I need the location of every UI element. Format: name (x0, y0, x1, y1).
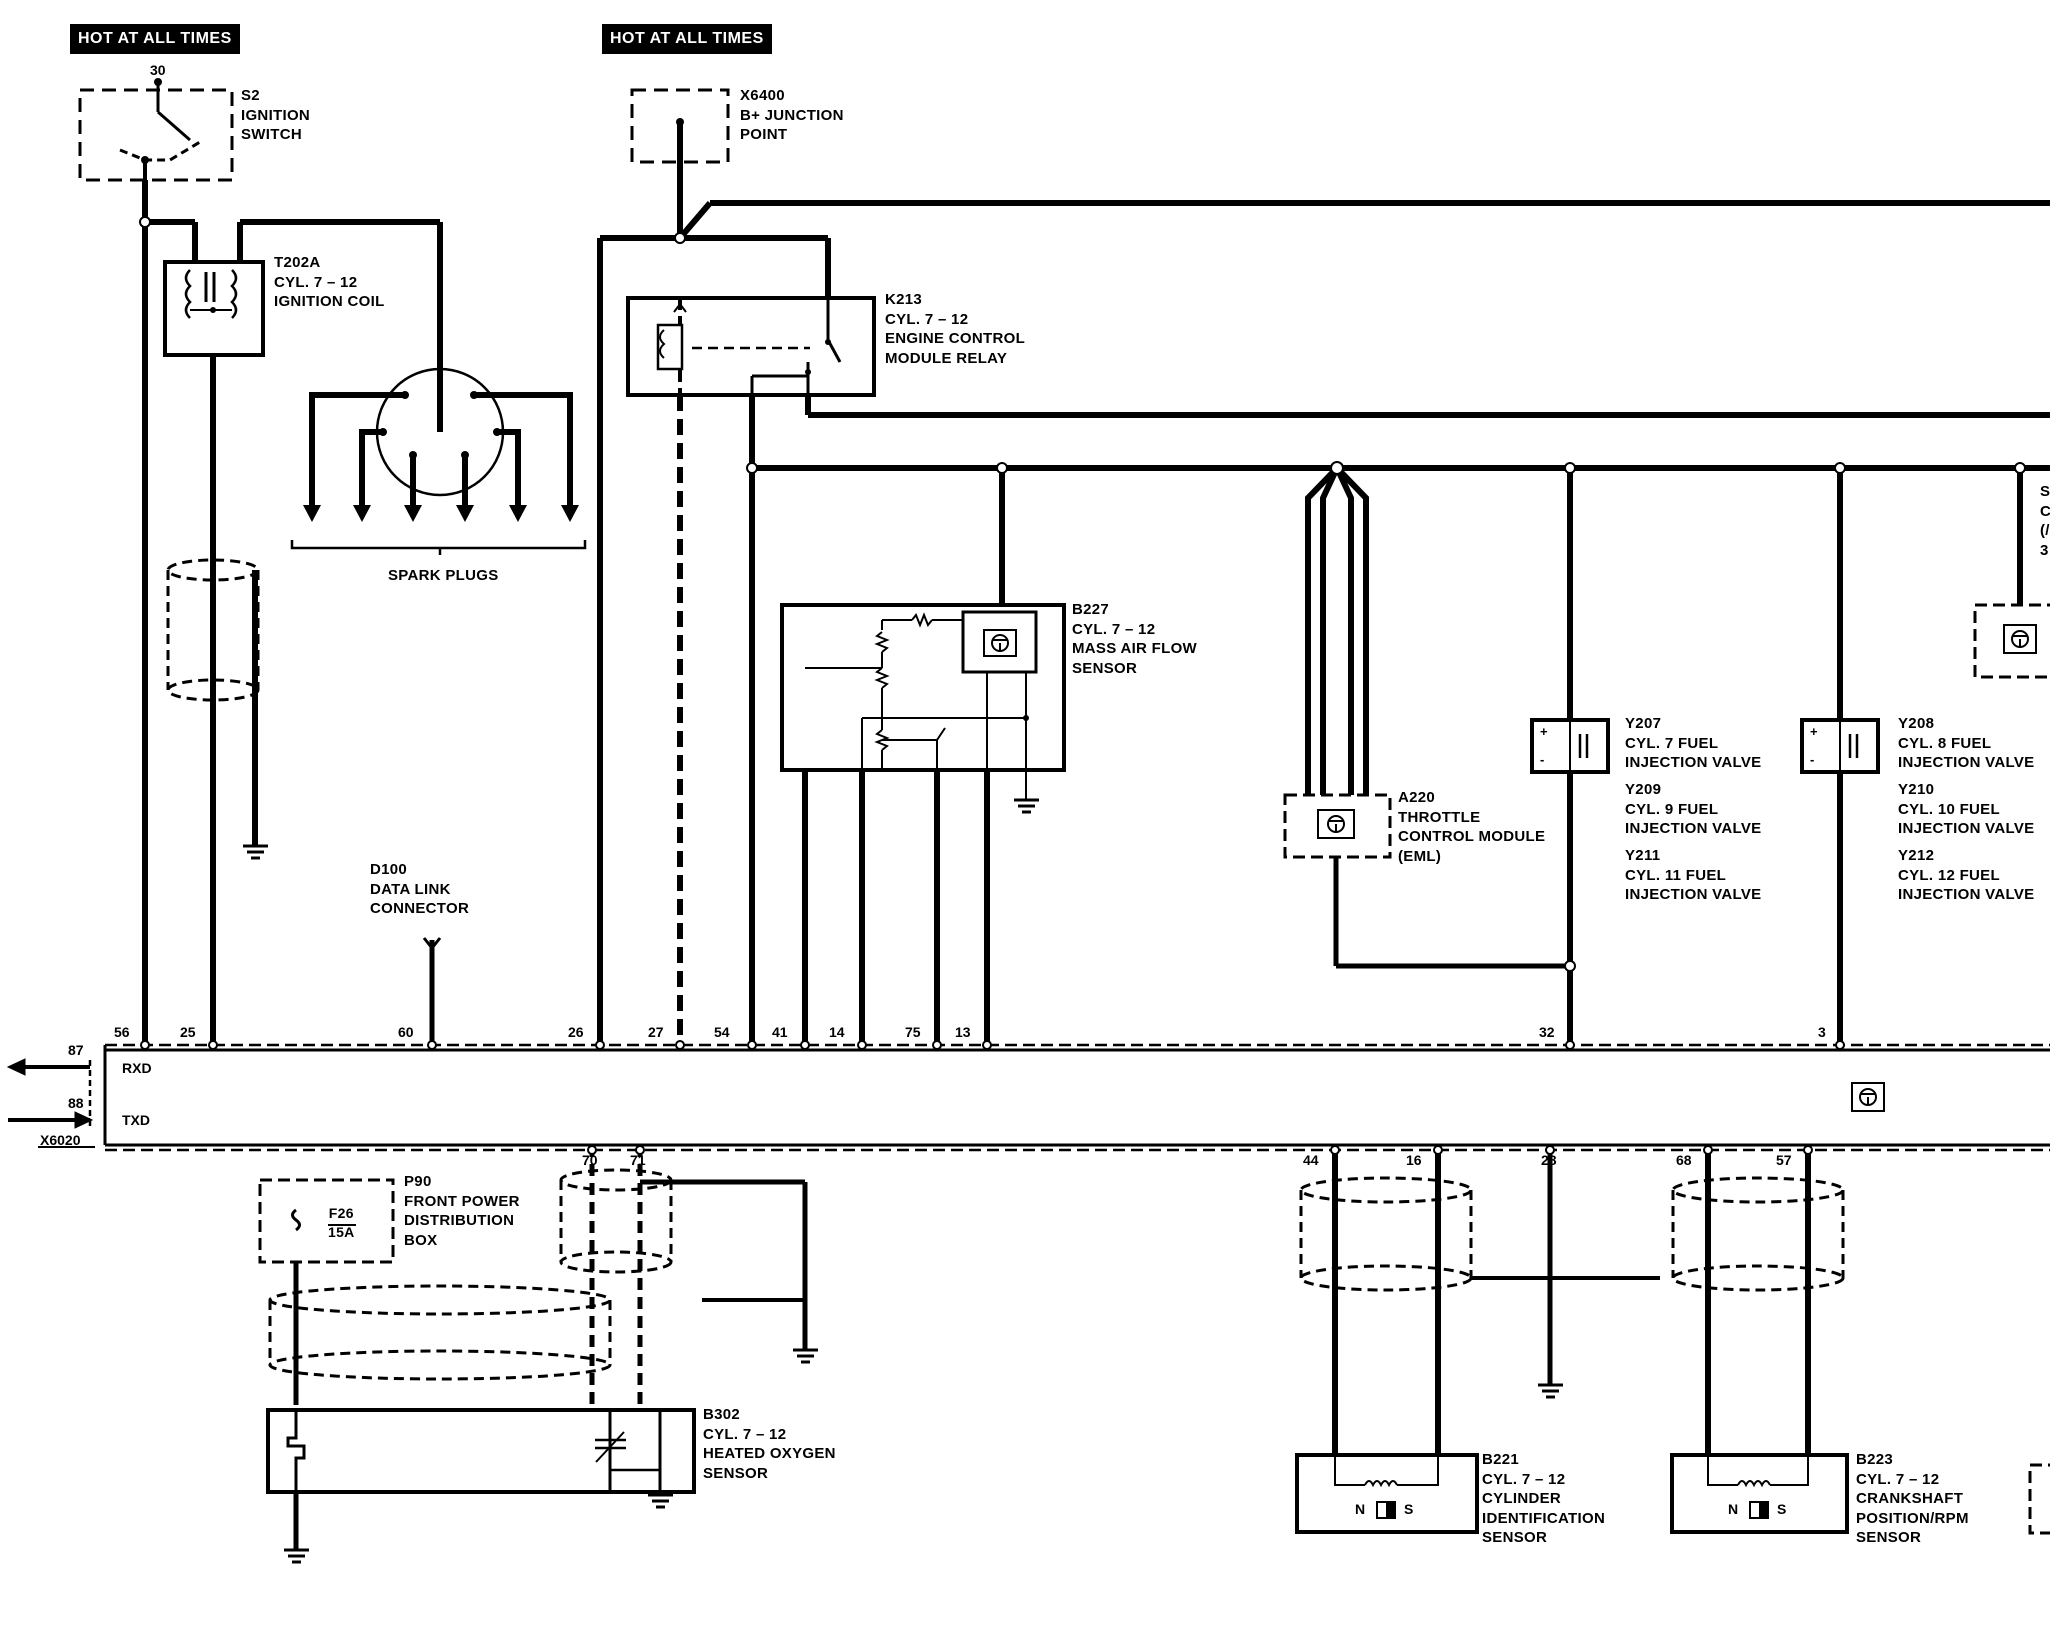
pin-88: 88 (68, 1095, 84, 1111)
svg-text:+: + (1810, 724, 1818, 739)
x6020-label: X6020 (40, 1132, 81, 1148)
txd-label: TXD (122, 1112, 150, 1128)
pin-57: 57 (1776, 1152, 1792, 1168)
svg-text:-: - (1540, 752, 1544, 767)
b221-pole-n: N (1355, 1501, 1366, 1517)
right-edge-sensor-partial (1973, 603, 2050, 679)
pin-28: 28 (1541, 1152, 1557, 1168)
pin-27: 27 (648, 1024, 664, 1040)
crankshaft-sensor-b223 (1670, 1453, 1849, 1534)
fuel-injector-y207: + - (1530, 718, 1610, 774)
pin-56: 56 (114, 1024, 130, 1040)
pin-dots-bottom (587, 1145, 1813, 1155)
hot-at-all-times-label-1: HOT AT ALL TIMES (70, 24, 240, 54)
engine-control-module (103, 1043, 2050, 1152)
pin-32: 32 (1539, 1024, 1555, 1040)
pin-68: 68 (1676, 1152, 1692, 1168)
wires (142, 122, 2050, 1550)
pin-25: 25 (180, 1024, 196, 1040)
pin-13: 13 (955, 1024, 971, 1040)
pin-87: 87 (68, 1042, 84, 1058)
pin-41: 41 (772, 1024, 788, 1040)
s2-pin-label: 30 (150, 62, 166, 78)
pin-3: 3 (1818, 1024, 1826, 1040)
fuel-injector-y208: + - (1800, 718, 1880, 774)
spark-plugs-label: SPARK PLUGS (388, 567, 499, 584)
pin-dots-top (140, 1040, 1845, 1050)
coil-wire-shield (166, 558, 260, 702)
pin-14: 14 (829, 1024, 845, 1040)
ignition-coil-t202a (163, 260, 265, 357)
b221-pole-s: S (1404, 1501, 1414, 1517)
svg-text:-: - (1810, 752, 1814, 767)
pin-60: 60 (398, 1024, 414, 1040)
throttle-control-module-a220 (1283, 793, 1392, 859)
pin-75: 75 (905, 1024, 921, 1040)
heated-oxygen-sensor-b302 (266, 1408, 696, 1494)
heater-cable-shield (268, 1284, 612, 1381)
mass-air-flow-sensor-b227 (780, 603, 1066, 800)
b223-pole-n: N (1728, 1501, 1739, 1517)
cylinder-id-sensor-b221 (1295, 1453, 1479, 1534)
svg-text:+: + (1540, 724, 1548, 739)
junction-dots (139, 216, 2026, 972)
ground-symbols (243, 798, 1563, 1564)
pin-54: 54 (714, 1024, 730, 1040)
spark-plug-wires (309, 392, 573, 510)
b223-pole-s: S (1777, 1501, 1787, 1517)
pin-70: 70 (582, 1152, 598, 1168)
cylinder-id-shield (1299, 1176, 1473, 1292)
ignition-switch-s2 (78, 78, 234, 182)
hot-at-all-times-label-2: HOT AT ALL TIMES (602, 24, 772, 54)
spark-plug-brace (290, 540, 587, 555)
right-edge-box-partial (2028, 1463, 2050, 1535)
spark-plug-arrows (303, 505, 579, 522)
crankshaft-shield (1671, 1176, 1845, 1292)
pin-26: 26 (568, 1024, 584, 1040)
rxd-label: RXD (122, 1060, 152, 1076)
rxd-txd-lines (6, 1058, 95, 1148)
pin-44: 44 (1303, 1152, 1319, 1168)
engine-control-relay-k213 (626, 296, 876, 397)
front-power-distribution-box-p90 (258, 1178, 395, 1264)
oxygen-sensor-shield (559, 1168, 673, 1274)
pin-71: 71 (630, 1152, 646, 1168)
pin-16: 16 (1406, 1152, 1422, 1168)
